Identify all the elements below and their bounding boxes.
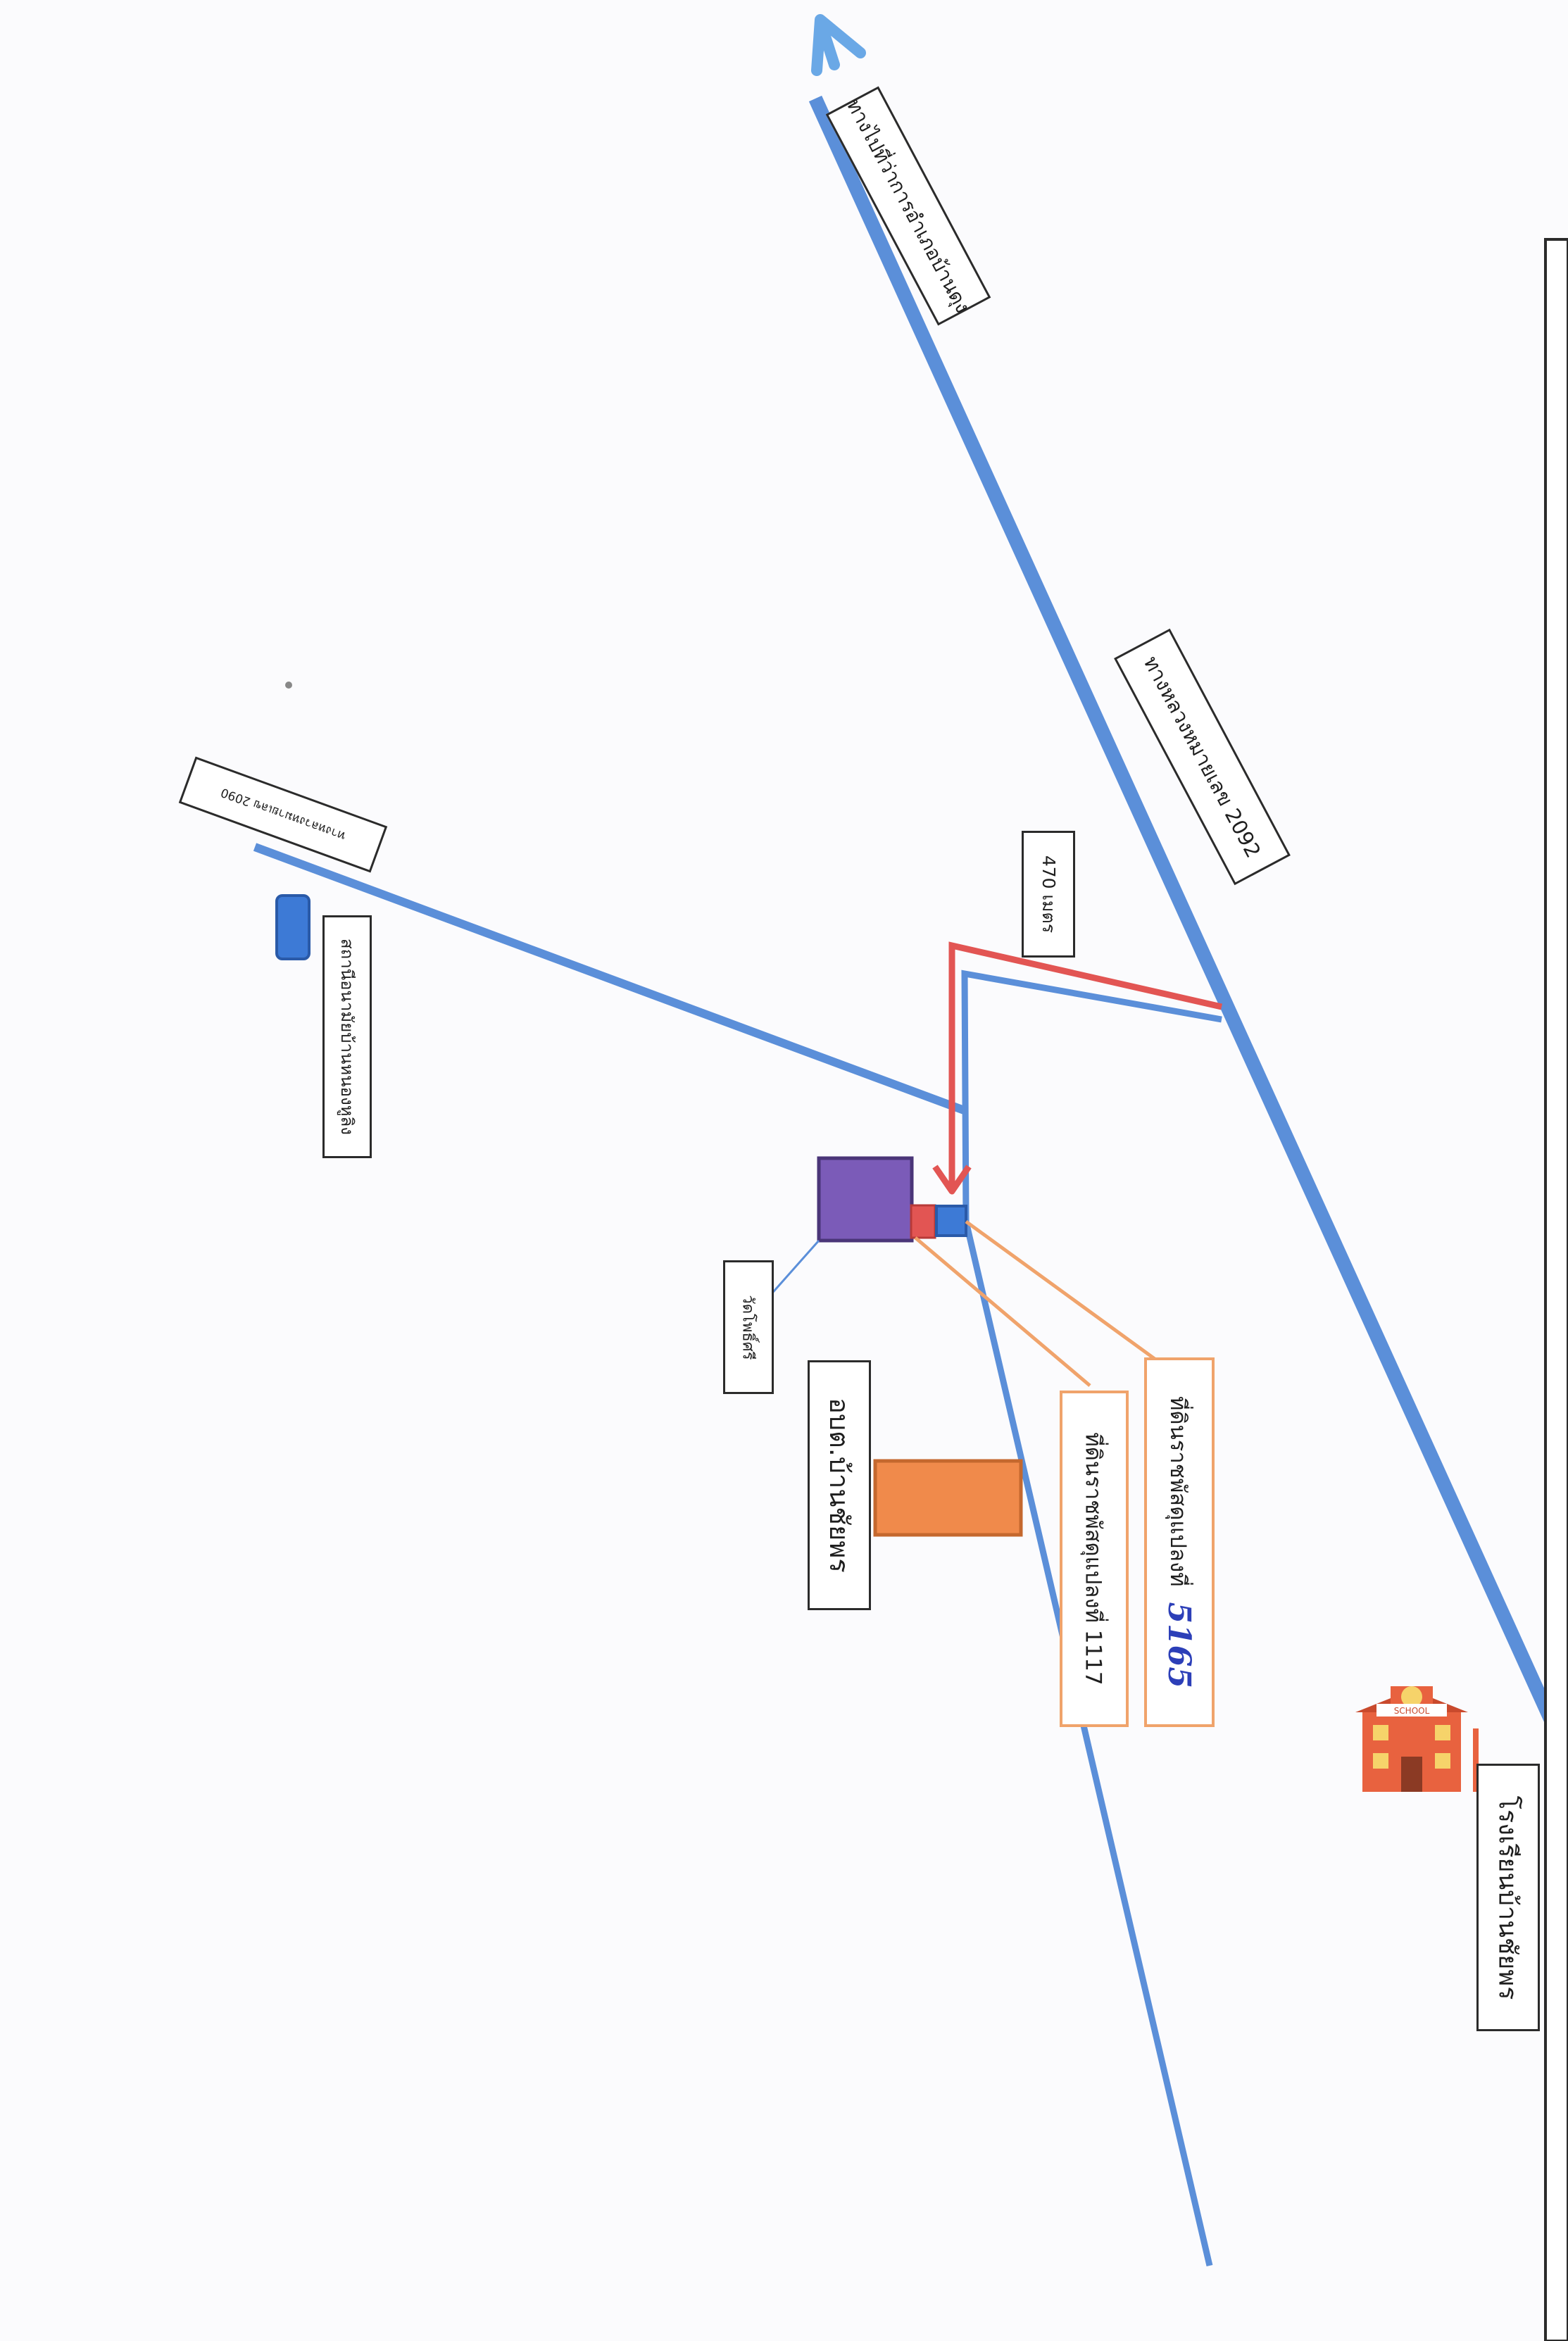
temple-label: วัดโพธิ์ศรี <box>723 1260 774 1394</box>
plot-5165-marker <box>935 1205 967 1237</box>
plot-1117-leader <box>914 1236 1091 1387</box>
route-arrow-icon <box>932 1165 972 1195</box>
school-icon: SCHOOL <box>1355 1686 1479 1792</box>
local-road <box>961 969 1222 2267</box>
map-speck <box>285 682 292 689</box>
plot-5165-prefix: ที่ดินราชพัสดุแปลงที่ <box>1166 1395 1192 1587</box>
page-frame-edge <box>1544 238 1568 2341</box>
distance-label: 470 เมตร <box>1022 831 1075 958</box>
route-line <box>948 941 1222 1186</box>
highway-2090-road <box>253 843 968 1115</box>
highway-2092-road <box>808 95 1567 1743</box>
plot-5165-leader <box>965 1219 1156 1361</box>
tao-office-label: อบต.บ้านชัยพร <box>808 1360 871 1610</box>
temple-marker <box>817 1156 914 1243</box>
plot-5165-label: ที่ดินราชพัสดุแปลงที่ 5165 <box>1144 1357 1215 1727</box>
plot-1117-marker <box>910 1204 936 1239</box>
health-station-label: สถานีอนามัยบ้านหนองหูลิง <box>322 915 372 1158</box>
north-arrow-icon <box>811 14 866 76</box>
school-sign-text: SCHOOL <box>1394 1706 1430 1716</box>
plot-5165-number: 5165 <box>1161 1602 1198 1689</box>
tao-office-marker <box>873 1459 1023 1537</box>
school-label: โรงเรียนบ้านชัยพร <box>1476 1764 1540 2031</box>
plot-1117-label: ที่ดินราชพัสดุแปลงที่ 1117 <box>1060 1391 1129 1727</box>
temple-leader-line <box>767 1240 820 1298</box>
health-station-marker <box>275 894 311 960</box>
